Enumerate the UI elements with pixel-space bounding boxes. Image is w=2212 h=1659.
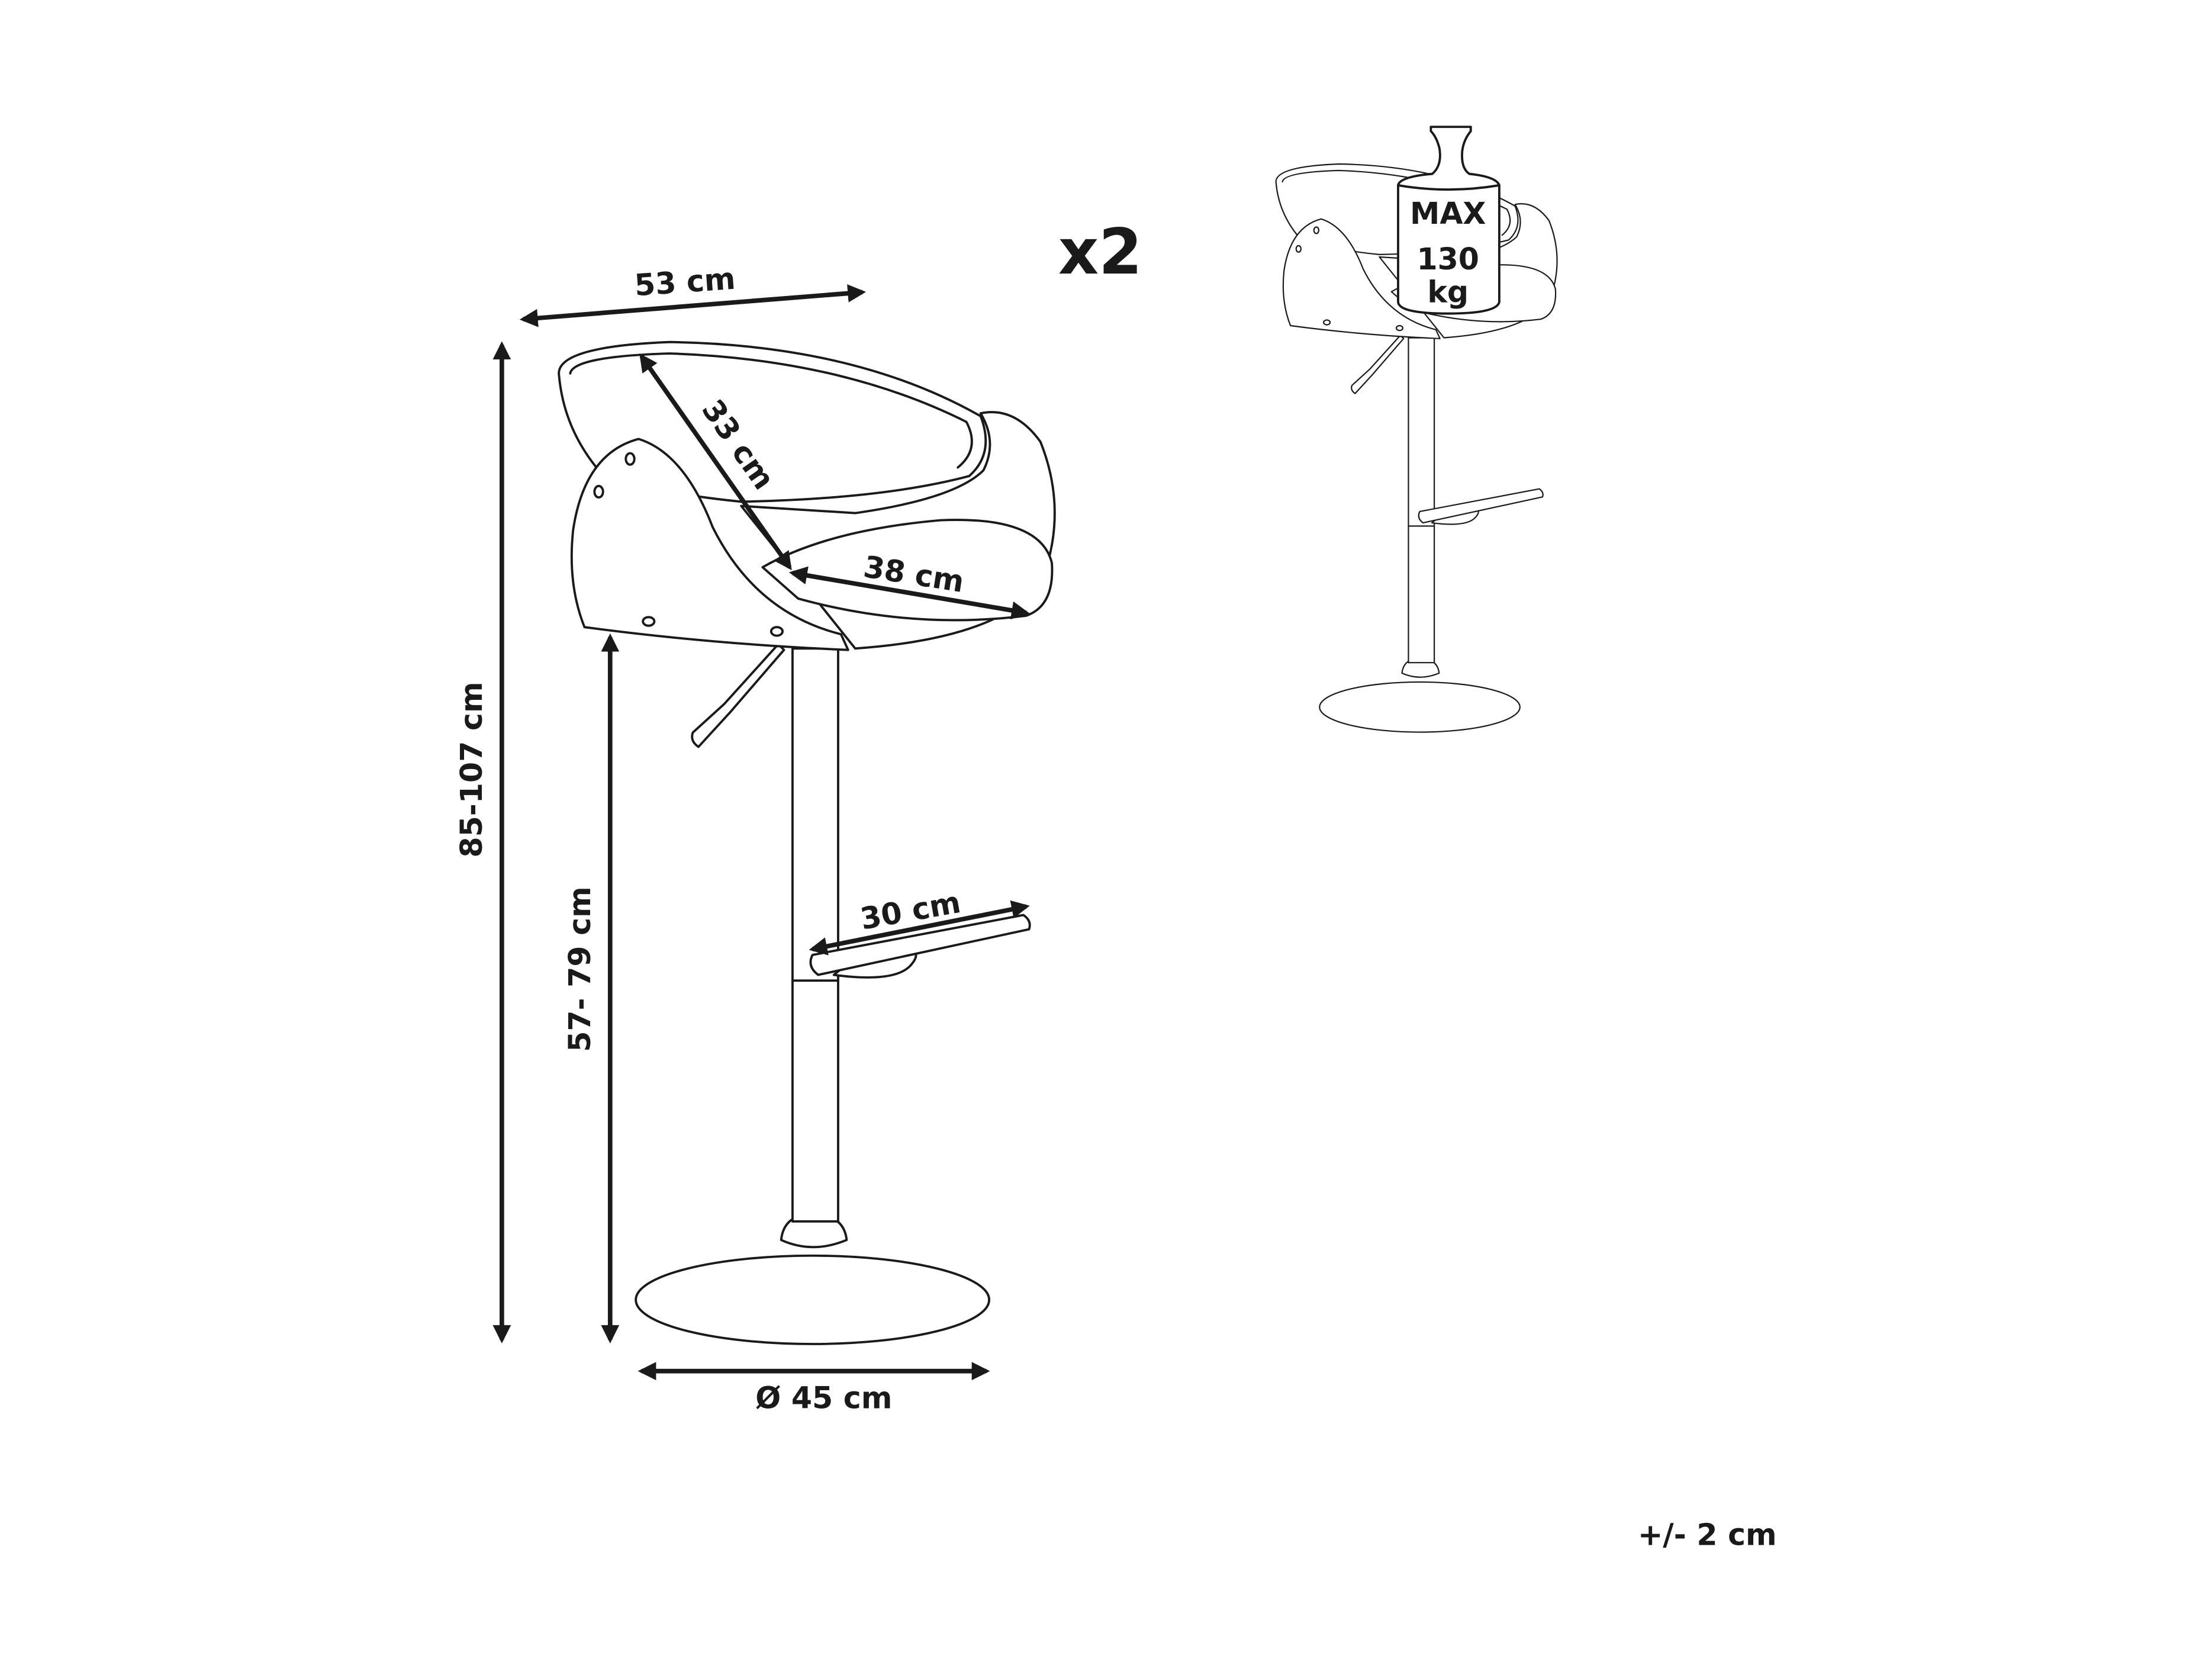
max-load-line3: kg <box>1427 274 1469 309</box>
base-diameter-label: Ø 45 cm <box>755 1380 892 1415</box>
backrest-depth-arrow <box>639 353 792 571</box>
width-label: 53 cm <box>633 261 736 303</box>
total-height-label: 85-107 cm <box>454 681 489 857</box>
max-load-weight-icon: MAX 130 kg <box>1397 126 1501 315</box>
tolerance-note: +/- 2 cm <box>1638 1517 1777 1552</box>
seat-height-label: 57- 79 cm <box>562 886 597 1052</box>
seat-width-arrow <box>788 566 1030 620</box>
bar-stool-drawing <box>558 340 1056 1345</box>
max-load-line2: 130 <box>1416 242 1479 276</box>
quantity-label: x2 <box>1058 216 1142 288</box>
max-load-line1: MAX <box>1410 196 1486 231</box>
footrest-arrow <box>809 900 1030 956</box>
width-arrow <box>519 284 867 327</box>
